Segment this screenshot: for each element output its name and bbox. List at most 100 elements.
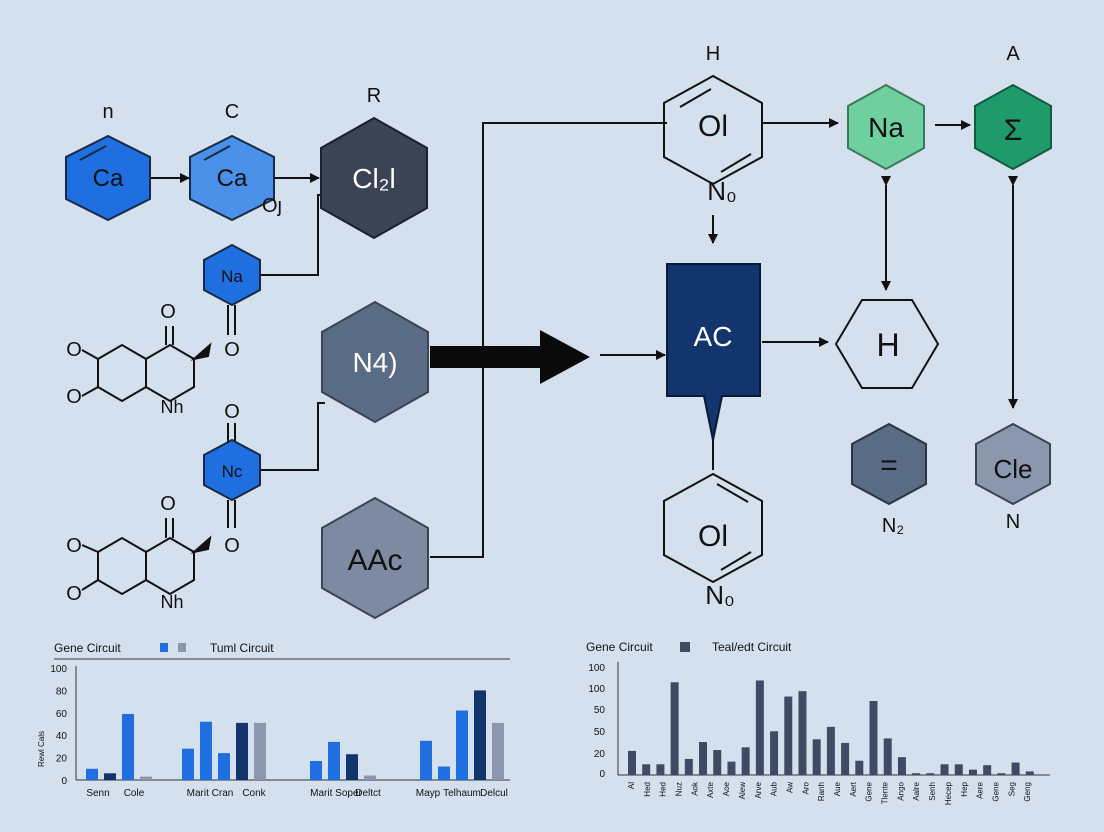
label-n-top: n [102, 101, 113, 123]
chart2-bar [770, 731, 779, 775]
chart2-xtick-label: Hed [643, 782, 652, 797]
chart2-bar [968, 769, 977, 775]
chart1-bar [310, 760, 322, 780]
chart2-xtick-label: Tlente [881, 781, 890, 804]
chart1-bar [328, 741, 340, 780]
chart2-bar [869, 700, 878, 775]
ring2-n: Nh [160, 592, 183, 612]
ring1-n: Nh [160, 397, 183, 417]
chart2-bar [812, 739, 821, 775]
chart2-xtick-label: Hep [960, 781, 969, 796]
chart1-xtick-label: Delcul [480, 788, 508, 799]
chart1-bar [122, 713, 134, 780]
chart2-bar [642, 764, 651, 775]
chart2-xtick-label: Ango [896, 781, 905, 800]
ring1-o-left-bottom: O [66, 386, 82, 408]
label-a-top: A [1006, 43, 1020, 65]
chart2-bar [926, 773, 935, 775]
chart1-xtick-label: Marit Cran [187, 788, 234, 799]
chart2-bar [628, 750, 636, 775]
label-c-top: C [225, 101, 239, 123]
chart2-bar [1011, 762, 1020, 775]
chart2-xtick-label: Hecep [944, 781, 953, 805]
chart1-ytick-label: 20 [56, 754, 68, 765]
ring1-o-left-top: O [66, 339, 82, 361]
chart1-bar [364, 775, 376, 780]
chart2-bar [897, 757, 906, 775]
hex-n4-label: N4) [352, 347, 397, 378]
chart1-ylabel: Rewl Cals [37, 731, 46, 767]
label-o-na: O [224, 339, 240, 361]
chart1-bar [104, 773, 116, 780]
ring-ol-top-label: Ol [698, 110, 728, 143]
chart2-xtick-label: Aue [833, 781, 842, 796]
hex-aac: AAc [321, 496, 429, 620]
chart2-bar [684, 758, 693, 775]
hex-sigma-label: Σ [1004, 114, 1023, 147]
hex-cle-n: N [1006, 511, 1020, 533]
chart2-bar [997, 773, 1006, 775]
chart1-xtick-label: Deltct [355, 788, 381, 799]
chart2-xtick-label: Geng [1023, 782, 1032, 802]
chart2-xtick-label: Senh [928, 782, 937, 801]
chart2-bar [883, 738, 892, 775]
ring-ol-bottom: Ol N₀ [663, 472, 763, 610]
chart2-xtick-label: Alew [738, 782, 747, 800]
label-r-top: R [367, 85, 381, 107]
hex-eq: = N₂ [851, 422, 927, 537]
hex-eq-label: = [880, 449, 898, 482]
chart2-bar [656, 764, 665, 775]
ring-structure-2 [81, 518, 212, 596]
chart2-bar [755, 680, 764, 775]
chart2-bar [912, 773, 921, 775]
hex-nc-small: O Nc O [203, 401, 261, 557]
chart1-bar [420, 740, 432, 780]
chart2-xtick-label: Seg [1007, 782, 1016, 796]
chart1-bar [492, 722, 504, 780]
label-o-nc-bottom: O [224, 535, 240, 557]
chart2-xtick-label: Arve [754, 781, 763, 798]
chart2-bar [798, 691, 807, 775]
hex-cle: Cle N [975, 422, 1051, 533]
ring-ol-top: Ol N₀ [663, 74, 763, 206]
hex-cl2: Cl₂l [320, 116, 428, 240]
chart2-bar [670, 682, 679, 775]
hex-na-green-label: Na [868, 112, 904, 143]
chart1-bar [140, 776, 152, 780]
label-ol-small: Oȷ [262, 195, 282, 217]
chart1-bar [218, 753, 230, 780]
hex-ca-1: Ca [65, 134, 151, 222]
hex-nc-small-label: Nc [222, 462, 243, 481]
chart2-bar [784, 696, 793, 775]
hex-aac-label: AAc [347, 544, 402, 577]
chart1-ytick-label: 40 [56, 731, 68, 742]
chart2-bar [940, 764, 949, 775]
hex-eq-n2: N₂ [882, 515, 904, 537]
chart-right: Gene Circuit Teal/edt Circuit 0205050100… [586, 640, 1050, 805]
chart1-xtick-label: Senn [86, 788, 109, 799]
chart1-xtick-label: Telhaum [443, 788, 481, 799]
chart1-xtick-label: Mayp [416, 788, 441, 799]
chart1-bar [200, 721, 212, 780]
chart1-ytick-label: 80 [56, 686, 68, 697]
chart1-legend-label: Tuml Circuit [210, 641, 274, 655]
chart2-xtick-label: Aert [849, 781, 858, 796]
chart2-ytick-label: 0 [599, 769, 605, 780]
chart2-bar [954, 764, 963, 775]
chart2-xtick-label: Al [627, 782, 636, 789]
chart2-xtick-label: Aere [976, 781, 985, 798]
chart1-bar [86, 768, 98, 780]
ring2-o-top: O [160, 493, 176, 515]
chart2-legend-label: Teal/edt Circuit [712, 640, 792, 654]
label-o-nc-top: O [224, 401, 240, 423]
ring-ol-bottom-label: Ol [698, 520, 728, 553]
hex-na-small-label: Na [221, 267, 243, 286]
chart1-bar [236, 722, 248, 780]
chart1-bar [254, 722, 266, 780]
chart2-legend-swatch [680, 642, 690, 652]
chart2-xtick-label: Aro [801, 781, 810, 794]
